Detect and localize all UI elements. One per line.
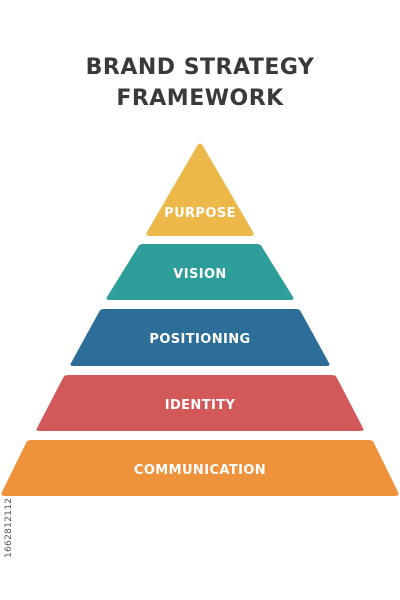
title-line-1: BRAND STRATEGY	[85, 55, 315, 80]
pyramid-shape-purpose	[146, 143, 254, 236]
pyramid-level-communication: COMMUNICATION	[1, 440, 399, 496]
pyramid-label-purpose: PURPOSE	[164, 206, 236, 221]
watermark-id: 1662812112	[4, 497, 14, 558]
pyramid-label-communication: COMMUNICATION	[134, 463, 266, 478]
pyramid-label-vision: VISION	[173, 267, 226, 282]
pyramid-level-vision: VISION	[106, 244, 294, 300]
pyramid-shape-identity	[36, 375, 364, 431]
pyramid-shape-positioning	[70, 309, 330, 366]
pyramid-label-positioning: POSITIONING	[149, 332, 250, 347]
pyramid-shape-vision	[106, 244, 294, 300]
pyramid-label-identity: IDENTITY	[165, 398, 236, 413]
page-title: BRAND STRATEGY FRAMEWORK	[0, 52, 400, 114]
pyramid-level-purpose: PURPOSE	[146, 143, 254, 236]
title-line-2: FRAMEWORK	[116, 86, 284, 111]
pyramid-shape-communication	[1, 440, 399, 496]
pyramid-level-identity: IDENTITY	[36, 375, 364, 431]
pyramid-level-positioning: POSITIONING	[70, 309, 330, 366]
